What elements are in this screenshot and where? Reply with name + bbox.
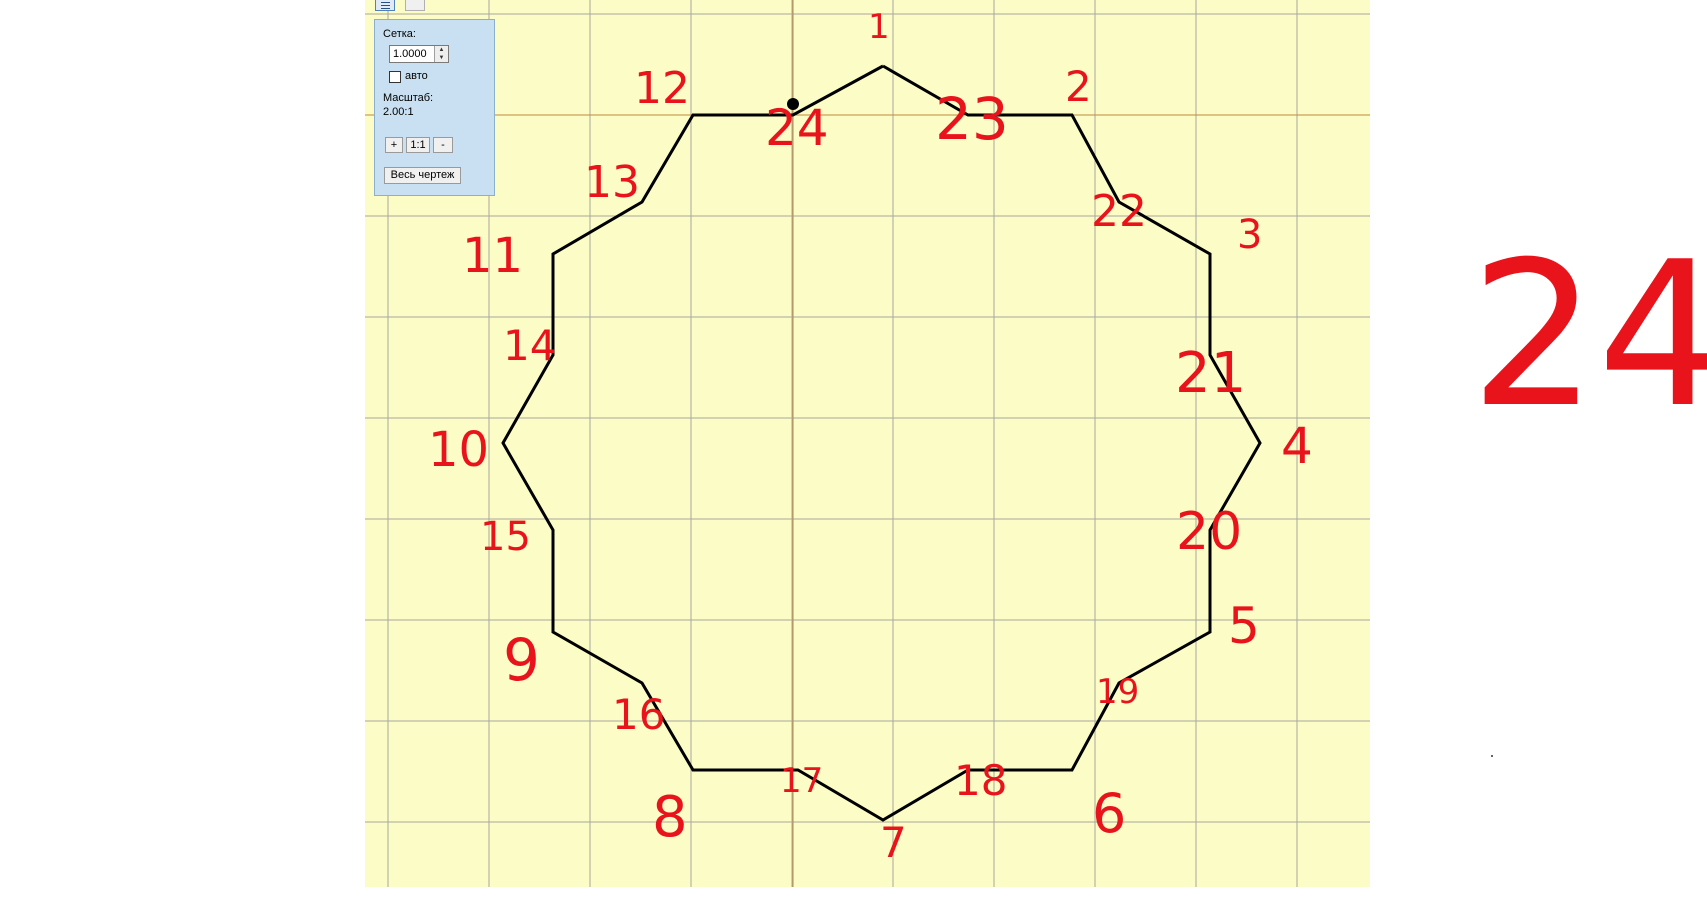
grid-value-spinner[interactable]: ▲▼: [434, 46, 448, 62]
drawing-canvas[interactable]: [365, 0, 1370, 887]
grid-settings-panel: Сетка: 1.0000 ▲▼ авто Масштаб: 2.00:1 + …: [374, 19, 495, 196]
zoom-reset-button[interactable]: 1:1: [406, 137, 430, 153]
scale-value: 2.00:1: [383, 106, 414, 118]
fit-drawing-button[interactable]: Весь чертеж: [384, 167, 461, 184]
drawing-surface[interactable]: [365, 0, 1370, 887]
grid-lines: [365, 0, 1370, 887]
list-view-button[interactable]: [375, 0, 395, 11]
zoom-out-button[interactable]: -: [433, 137, 453, 153]
total-count-label: 24: [1470, 219, 1707, 452]
toolbar-button[interactable]: [405, 0, 425, 11]
zoom-in-button[interactable]: +: [385, 137, 403, 153]
selected-point-marker[interactable]: [787, 98, 799, 110]
shape-outline[interactable]: [501, 64, 1262, 822]
stray-dot: [1491, 755, 1493, 757]
grid-label: Сетка:: [383, 28, 416, 40]
auto-checkbox-label: авто: [405, 70, 428, 82]
scale-label: Масштаб:: [383, 92, 434, 104]
auto-checkbox[interactable]: [389, 71, 401, 83]
